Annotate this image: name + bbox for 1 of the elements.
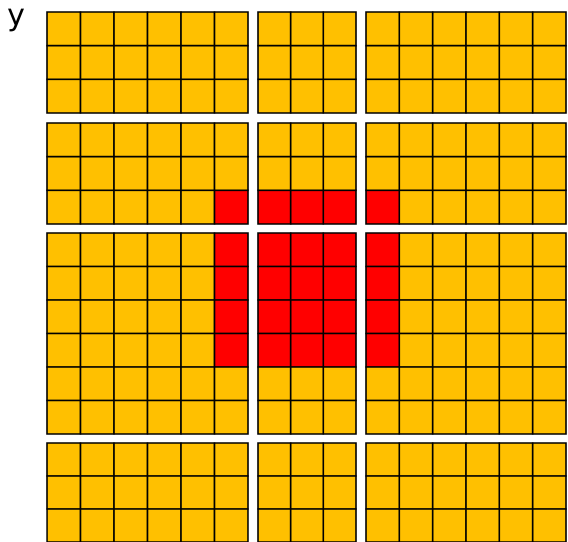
axis-label: y bbox=[8, 8, 24, 32]
